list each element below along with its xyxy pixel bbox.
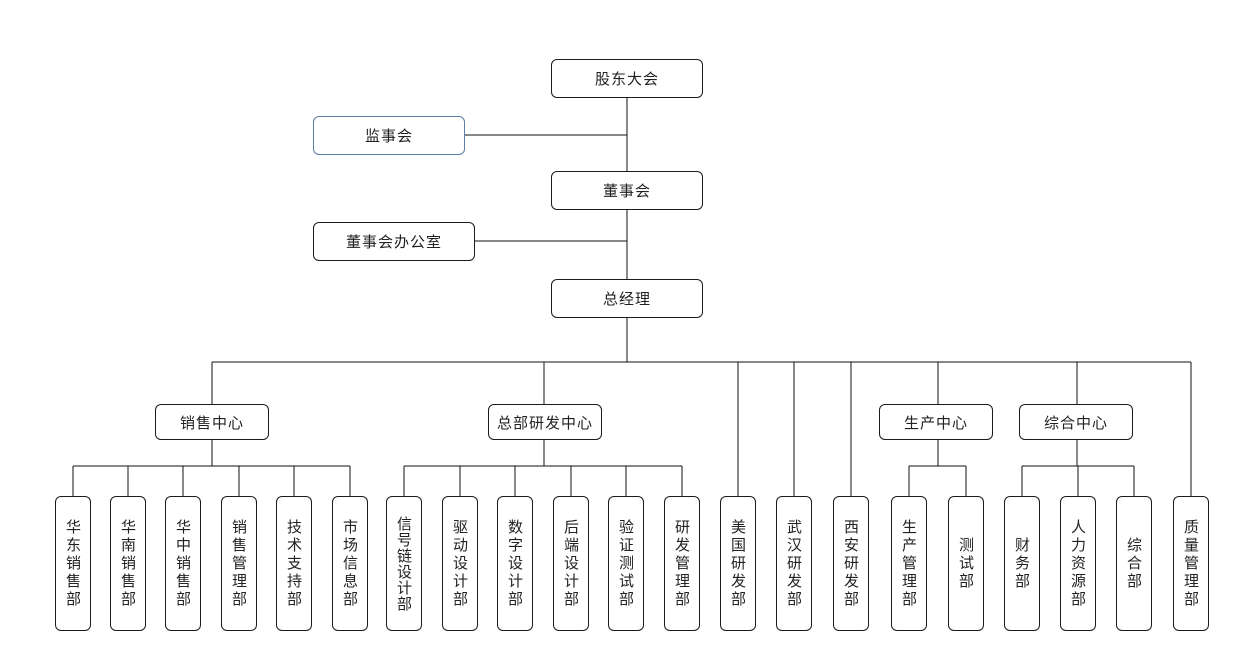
dept-box: 华东销售部	[55, 496, 91, 631]
rd-center-box: 总部研发中心	[488, 404, 602, 440]
dept-box: 财务部	[1004, 496, 1040, 631]
dept-label: 市场信息部	[341, 518, 359, 609]
supervisory-board-box: 监事会	[313, 116, 465, 155]
dept-label: 综合部	[1125, 536, 1143, 591]
board-of-directors-box: 董事会	[551, 171, 703, 210]
dept-box: 信号链设计部	[386, 496, 422, 631]
dept-label: 数字设计部	[506, 518, 524, 609]
dept-box: 测试部	[948, 496, 984, 631]
production-center-label: 生产中心	[903, 413, 968, 432]
general-center-box: 综合中心	[1019, 404, 1133, 440]
dept-box: 华中销售部	[165, 496, 201, 631]
dept-box: 研发管理部	[664, 496, 700, 631]
dept-label: 验证测试部	[617, 518, 635, 609]
dept-box: 后端设计部	[553, 496, 589, 631]
dept-label: 华南销售部	[119, 518, 137, 609]
dept-label: 信号链设计部	[395, 515, 413, 612]
dept-box: 驱动设计部	[442, 496, 478, 631]
dept-label: 西安研发部	[842, 518, 860, 609]
dept-box: 验证测试部	[608, 496, 644, 631]
shareholders-meeting-label: 股东大会	[594, 70, 659, 88]
general-manager-label: 总经理	[602, 290, 651, 308]
dept-label: 销售管理部	[230, 518, 248, 609]
dept-label: 华中销售部	[174, 518, 192, 609]
shareholders-meeting-box: 股东大会	[551, 59, 703, 98]
board-of-directors-label: 董事会	[602, 182, 651, 200]
dept-label: 后端设计部	[562, 518, 580, 609]
dept-box: 生产管理部	[891, 496, 927, 631]
dept-box: 美国研发部	[720, 496, 756, 631]
dept-label: 驱动设计部	[451, 518, 469, 609]
general-center-label: 综合中心	[1043, 413, 1108, 432]
dept-label: 人力资源部	[1069, 518, 1087, 609]
dept-label: 财务部	[1013, 536, 1031, 591]
dept-label: 武汉研发部	[785, 518, 803, 609]
general-manager-box: 总经理	[551, 279, 703, 318]
dept-box: 销售管理部	[221, 496, 257, 631]
dept-label: 研发管理部	[673, 518, 691, 609]
dept-box: 技术支持部	[276, 496, 312, 631]
dept-box: 武汉研发部	[776, 496, 812, 631]
dept-label: 技术支持部	[285, 518, 303, 609]
dept-box: 人力资源部	[1060, 496, 1096, 631]
dept-box: 西安研发部	[833, 496, 869, 631]
rd-center-label: 总部研发中心	[496, 413, 593, 432]
dept-label: 华东销售部	[64, 518, 82, 609]
dept-box: 华南销售部	[110, 496, 146, 631]
dept-box: 市场信息部	[332, 496, 368, 631]
production-center-box: 生产中心	[879, 404, 993, 440]
board-office-box: 董事会办公室	[313, 222, 475, 261]
dept-label: 测试部	[957, 536, 975, 591]
dept-label: 质量管理部	[1182, 518, 1200, 609]
board-office-label: 董事会办公室	[345, 233, 442, 251]
dept-label: 美国研发部	[729, 518, 747, 609]
dept-box: 质量管理部	[1173, 496, 1209, 631]
sales-center-box: 销售中心	[155, 404, 269, 440]
supervisory-board-label: 监事会	[364, 127, 413, 145]
dept-label: 生产管理部	[900, 518, 918, 609]
dept-box: 综合部	[1116, 496, 1152, 631]
dept-box: 数字设计部	[497, 496, 533, 631]
sales-center-label: 销售中心	[179, 413, 244, 432]
